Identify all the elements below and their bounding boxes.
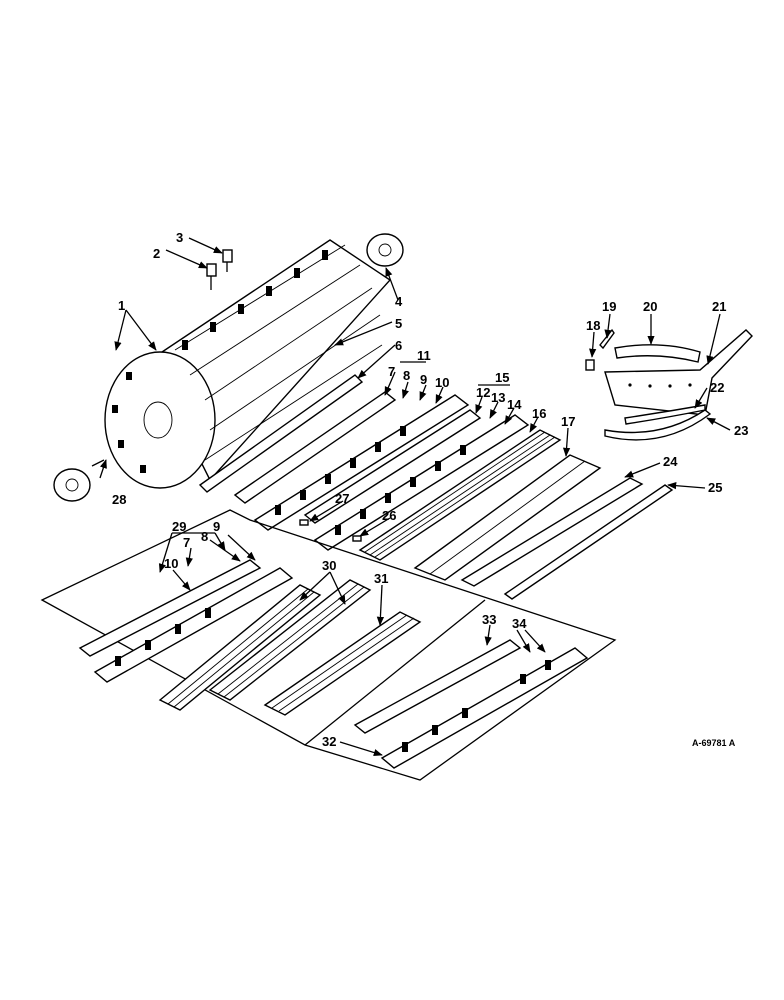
bracket-part-21 <box>604 329 753 416</box>
callout-26: 26 <box>382 508 396 523</box>
callout-7: 7 <box>388 364 395 379</box>
callout-labels: 1 2 3 4 5 6 7 8 9 10 11 12 13 14 15 16 1… <box>112 230 748 749</box>
cylinder-drum <box>104 239 392 489</box>
callout-30: 30 <box>322 558 336 573</box>
angle-part-24 <box>460 477 644 587</box>
bolt-part-2 <box>206 263 217 290</box>
bar-set-part-31 <box>263 611 422 716</box>
strip-part-23 <box>604 409 712 441</box>
bar-set-part-30-a <box>158 584 322 711</box>
callout-11: 11 <box>417 348 431 363</box>
callout-16: 16 <box>532 406 546 421</box>
callout-24: 24 <box>663 454 678 469</box>
callout-32: 32 <box>322 734 336 749</box>
callout-25: 25 <box>708 480 722 495</box>
strip-part-22 <box>624 404 706 425</box>
hub-part-4 <box>366 233 404 267</box>
callout-9-lower: 9 <box>213 519 220 534</box>
plate-part-20 <box>614 344 701 363</box>
inset-box <box>40 509 617 781</box>
callout-21: 21 <box>712 299 726 314</box>
callout-18: 18 <box>586 318 600 333</box>
hub-part-28 <box>53 459 105 502</box>
callout-10-lower: 10 <box>164 556 178 571</box>
callout-1: 1 <box>118 298 125 313</box>
callout-5: 5 <box>395 316 402 331</box>
rasp-bar-assembly-lower <box>78 559 294 683</box>
callout-4: 4 <box>395 294 403 309</box>
bolt-part-3 <box>222 249 233 272</box>
leader-lines <box>99 237 731 757</box>
callout-22: 22 <box>710 380 724 395</box>
clip-part-26 <box>352 535 362 542</box>
callout-6: 6 <box>395 338 402 353</box>
figure-reference: A-69781 A <box>692 738 736 748</box>
callout-9: 9 <box>420 372 427 387</box>
callout-7-lower: 7 <box>183 535 190 550</box>
callout-17: 17 <box>561 414 575 429</box>
callout-8: 8 <box>403 368 410 383</box>
callout-19: 19 <box>602 299 616 314</box>
rasp-bar-assembly-upper-middle <box>303 409 530 551</box>
callout-12: 12 <box>476 385 490 400</box>
callout-27: 27 <box>335 491 349 506</box>
callout-13: 13 <box>491 390 505 405</box>
clip-part-27 <box>299 519 309 526</box>
callout-23: 23 <box>734 423 748 438</box>
rasp-bar-assembly-upper-left <box>233 391 470 531</box>
callout-20: 20 <box>643 299 657 314</box>
rasp-bar-assembly-part-32 <box>353 639 589 769</box>
channel-part-6 <box>198 374 364 493</box>
clip-part-18 <box>585 359 595 371</box>
bar-set-part-30-b <box>208 579 372 701</box>
callout-8-lower: 8 <box>201 529 208 544</box>
bar-set-part-16 <box>358 429 562 561</box>
clip-part-19 <box>599 328 615 350</box>
callout-33: 33 <box>482 612 496 627</box>
strip-part-25 <box>503 484 674 600</box>
callout-3: 3 <box>176 230 183 245</box>
callout-29: 29 <box>172 519 186 534</box>
angle-part-17 <box>413 454 602 581</box>
callout-10: 10 <box>435 375 449 390</box>
callout-2: 2 <box>153 246 160 261</box>
callout-28: 28 <box>112 492 126 507</box>
callout-31: 31 <box>374 571 388 586</box>
callout-34: 34 <box>512 616 527 631</box>
callout-14: 14 <box>507 397 522 412</box>
callout-15: 15 <box>495 370 509 385</box>
